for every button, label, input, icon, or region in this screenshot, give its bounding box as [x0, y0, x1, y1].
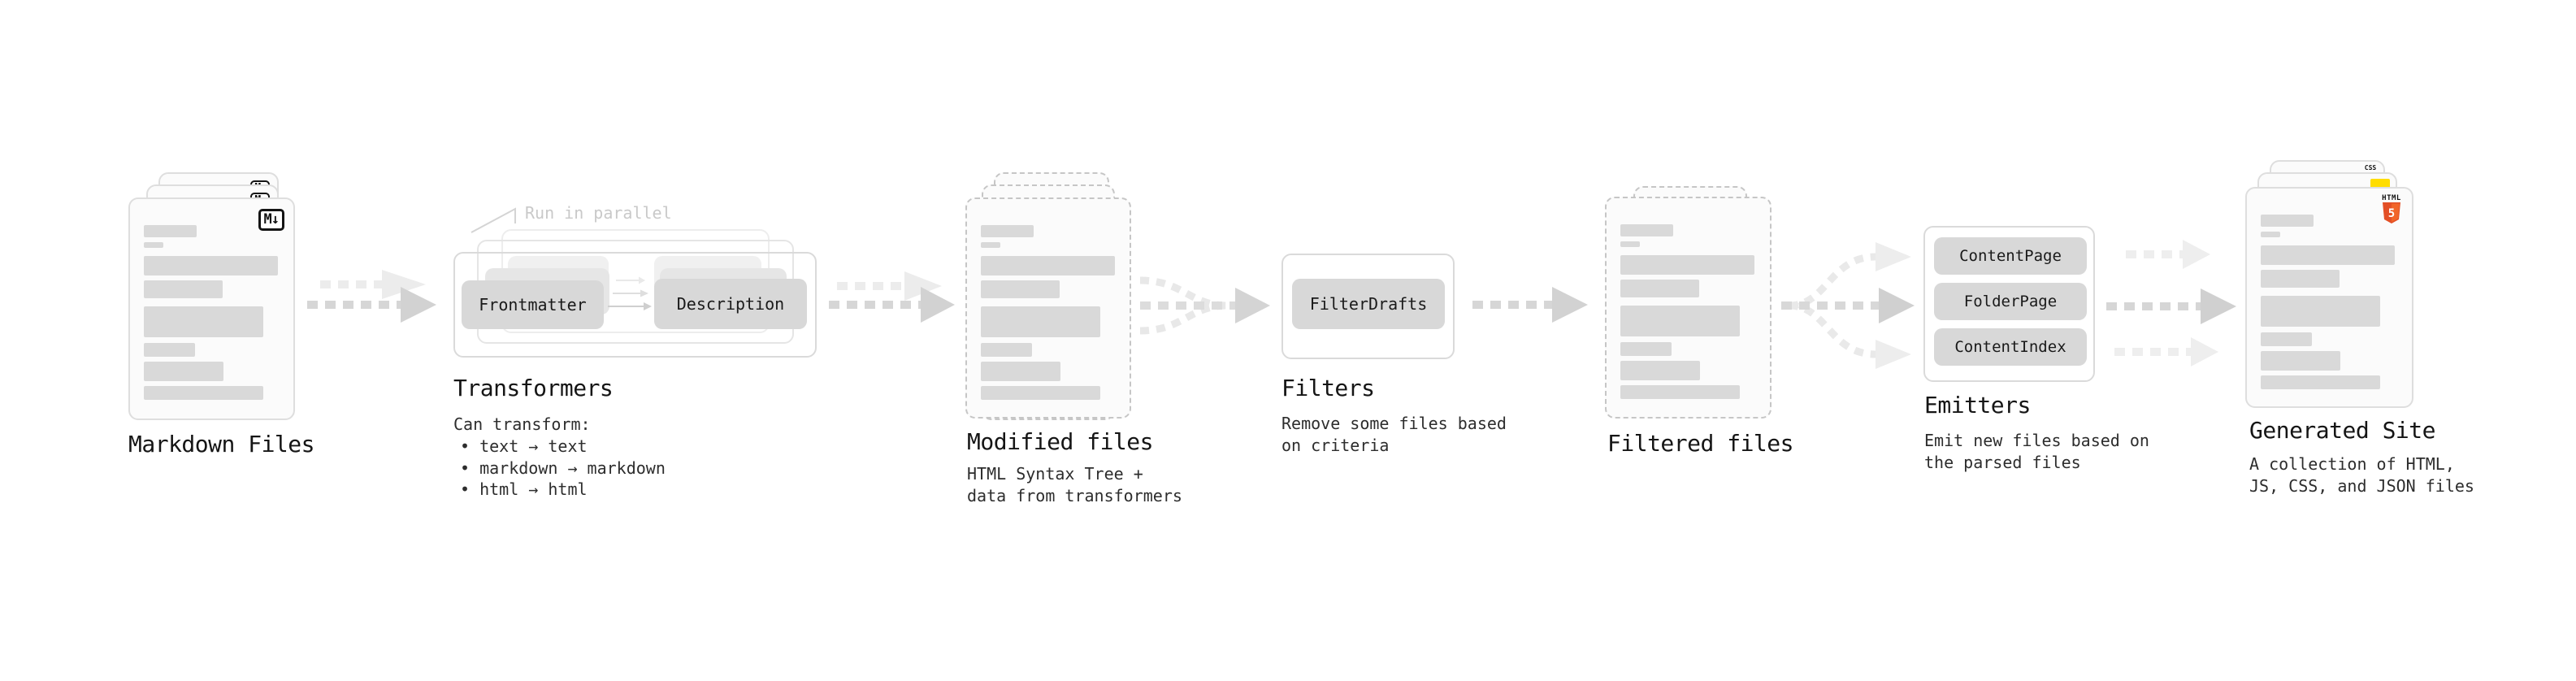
text-line-placeholder — [981, 225, 1034, 237]
text-line-placeholder — [981, 362, 1060, 381]
generated-site-caption: A collection of HTML, JS, CSS, and JSON … — [2249, 453, 2474, 497]
text-line-placeholder — [2261, 296, 2380, 327]
text-line-placeholder — [144, 343, 195, 357]
text-line-placeholder — [1620, 224, 1673, 236]
triple-dashed-arrow-icon — [2106, 240, 2236, 367]
filterdrafts-pill: FilterDrafts — [1292, 279, 1445, 329]
caption-line: Remove some files based — [1281, 414, 1507, 433]
text-line-placeholder — [1620, 255, 1754, 275]
text-line-placeholder — [144, 386, 263, 400]
node-title-modified-files: Modified files — [967, 428, 1154, 455]
node-title-transformers: Transformers — [453, 375, 614, 401]
filters-frame — [1281, 254, 1455, 359]
text-line-placeholder — [1620, 361, 1700, 380]
text-line-placeholder — [1620, 280, 1699, 297]
run-in-parallel-label: Run in parallel — [525, 203, 672, 223]
node-title-markdown-files: Markdown Files — [128, 431, 315, 458]
modified-file-card — [965, 197, 1131, 419]
emitters-caption: Emit new files based on the parsed files — [1924, 430, 2149, 473]
caption-line: the parsed files — [1924, 452, 2081, 472]
node-title-generated-site: Generated Site — [2249, 417, 2436, 444]
node-title-filters: Filters — [1281, 375, 1375, 401]
markdown-file-card: M↓ — [128, 197, 295, 420]
transformer-frame — [453, 252, 817, 358]
text-line-placeholder — [1620, 306, 1740, 336]
markdown-icon: M↓ — [258, 209, 284, 231]
text-line-placeholder — [981, 256, 1115, 275]
transformers-caption: Can transform: — [453, 414, 591, 434]
dashed-arrow-icon — [307, 270, 436, 323]
frontmatter-pill: Frontmatter — [462, 280, 604, 329]
node-title-emitters: Emitters — [1924, 392, 2031, 419]
html-file-card: HTML 5 — [2245, 187, 2413, 408]
caption-line: JS, CSS, and JSON files — [2249, 475, 2474, 496]
description-pill: Description — [654, 279, 807, 329]
text-line-placeholder — [981, 343, 1032, 357]
text-line-placeholder — [2261, 332, 2312, 346]
contentpage-pill: ContentPage — [1934, 237, 2087, 275]
text-line-placeholder — [144, 280, 223, 298]
text-line-placeholder — [981, 280, 1060, 298]
caption-line: A collection of HTML, — [2249, 454, 2455, 474]
modified-files-caption: HTML Syntax Tree + data from transformer… — [967, 463, 1182, 506]
caption-line: data from transformers — [967, 485, 1182, 505]
node-title-filtered-files: Filtered files — [1607, 430, 1794, 457]
caption-line: HTML Syntax Tree + — [967, 464, 1143, 484]
contentindex-pill: ContentIndex — [1934, 328, 2087, 366]
html5-icon: HTML 5 — [2381, 194, 2402, 228]
svg-text:5: 5 — [2388, 207, 2395, 220]
text-line-placeholder — [144, 242, 163, 248]
text-line-placeholder — [2261, 270, 2340, 288]
text-line-placeholder — [144, 362, 223, 381]
text-line-placeholder — [981, 386, 1100, 400]
text-line-placeholder — [2261, 375, 2380, 389]
text-line-placeholder — [1620, 342, 1672, 356]
text-line-placeholder — [144, 256, 278, 275]
parallel-arrows-icon — [608, 276, 652, 310]
annotation-leader-line — [471, 207, 516, 233]
folderpage-pill: FolderPage — [1934, 283, 2087, 320]
caption-line: Emit new files based on — [1924, 431, 2149, 450]
text-line-placeholder — [981, 306, 1100, 337]
caption-line: on criteria — [1281, 435, 1390, 455]
filtered-file-card — [1605, 197, 1772, 419]
text-line-placeholder — [144, 306, 263, 337]
text-line-placeholder — [2261, 351, 2340, 371]
text-line-placeholder — [2261, 232, 2280, 237]
fan-out-arrow-icon — [1781, 242, 1915, 369]
bullet-line: • html → html — [460, 479, 588, 499]
text-line-placeholder — [2261, 215, 2314, 227]
dashed-arrow-icon — [1472, 287, 1588, 323]
transformers-bullets: • text → text • markdown → markdown • ht… — [460, 436, 666, 501]
dashed-arrow-icon — [829, 271, 955, 323]
fan-in-arrow-icon — [1139, 276, 1270, 335]
text-line-placeholder — [144, 225, 197, 237]
filters-caption: Remove some files based on criteria — [1281, 413, 1507, 456]
text-line-placeholder — [2261, 245, 2395, 265]
text-line-placeholder — [981, 242, 1000, 248]
bullet-line: • markdown → markdown — [460, 458, 666, 478]
text-line-placeholder — [1620, 385, 1740, 399]
bullet-line: • text → text — [460, 436, 588, 456]
emitters-frame — [1923, 226, 2095, 382]
text-line-placeholder — [1620, 241, 1640, 247]
